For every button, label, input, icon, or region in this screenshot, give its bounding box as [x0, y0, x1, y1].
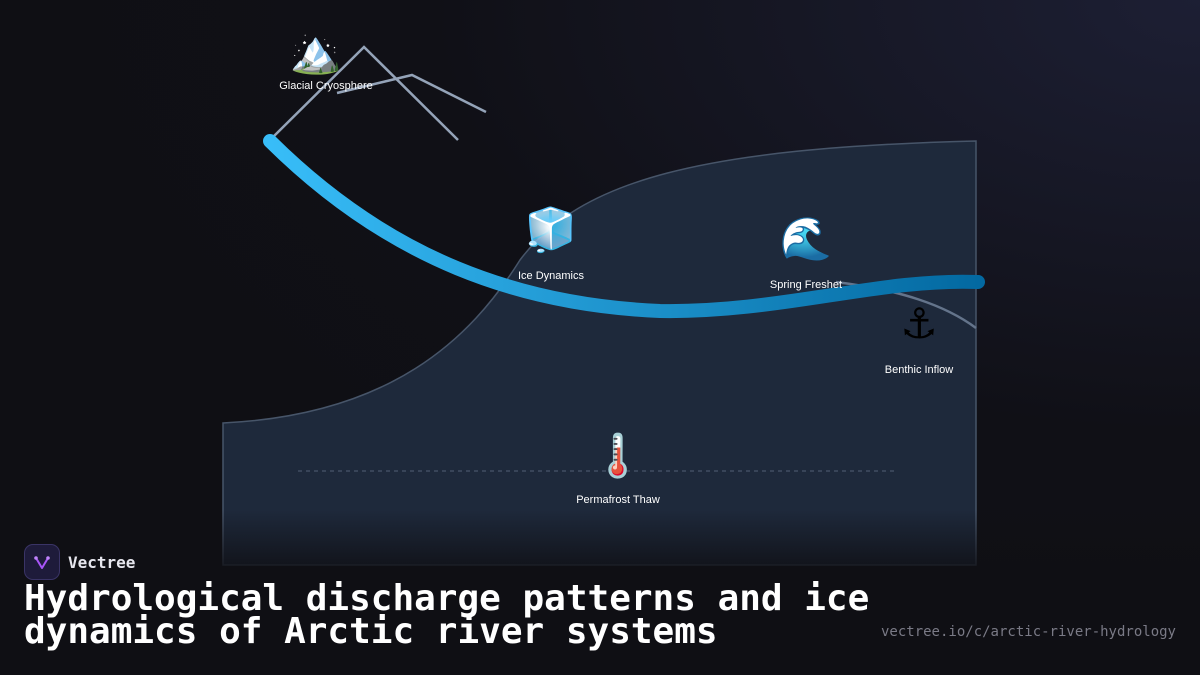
mountain-outline [269, 45, 459, 141]
node-label: Benthic Inflow [884, 364, 954, 376]
mountain-snow-icon: 🏔️ [289, 27, 343, 76]
brand: Vectree [24, 544, 135, 580]
river-discharge-curve [263, 134, 985, 319]
mountain-ridge-line [336, 73, 487, 114]
brand-name: Vectree [68, 552, 136, 572]
thermometer-icon: 🌡️ [591, 431, 645, 480]
node-label: Ice Dynamics [517, 270, 585, 282]
node-ice-dynamics: 🧊 Ice Dynamics [517, 205, 585, 283]
anchor-icon: ⚓ [900, 299, 938, 348]
node-permafrost-thaw: 🌡️ Permafrost Thaw [576, 431, 660, 507]
bottom-fade-overlay [0, 510, 1200, 675]
page-title: Hydrological discharge patterns and ice … [24, 578, 870, 652]
source-url: vectree.io/c/arctic-river-hydrology [880, 624, 1176, 640]
ice-cube-icon: 🧊 [524, 205, 578, 254]
node-spring-freshet: 🌊 Spring Freshet [769, 214, 843, 292]
node-benthic-inflow: ⚓ Benthic Inflow [884, 299, 954, 377]
river-basin-shape [222, 140, 977, 566]
node-label: Glacial Cryosphere [279, 80, 373, 92]
vectree-logo-icon [24, 544, 60, 580]
node-label: Spring Freshet [769, 279, 843, 291]
node-label: Permafrost Thaw [576, 494, 660, 506]
node-glacial-cryosphere: 🏔️ Glacial Cryosphere [259, 27, 373, 93]
wave-icon: 🌊 [779, 214, 833, 263]
